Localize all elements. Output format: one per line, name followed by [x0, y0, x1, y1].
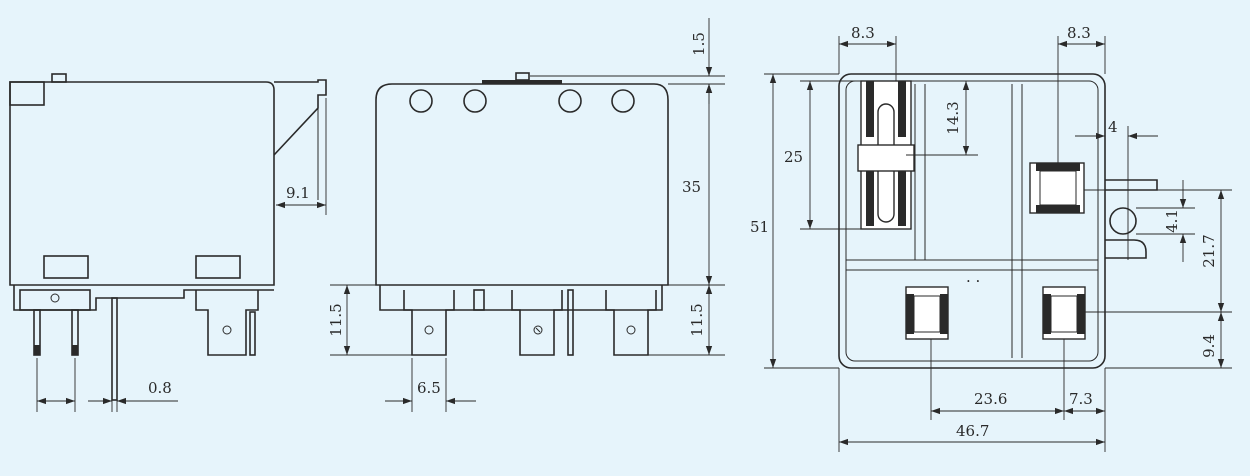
- bottom-terminal-lower-right-inner: [1050, 295, 1078, 333]
- bottom-rib-left: [914, 84, 926, 260]
- front-terminal-2-slot: [535, 327, 541, 333]
- bottom-coil-2a: [866, 170, 874, 226]
- side-top-knob: [51, 73, 67, 83]
- front-terminal-1-hole: [424, 325, 434, 335]
- bottom-coil-1b: [898, 81, 906, 137]
- front-terminal-3-hole: [626, 325, 636, 335]
- side-window-right: [195, 255, 241, 279]
- bottom-view: . . 8.3 8.3: [750, 24, 1232, 452]
- bottom-terminal-upper-bottom: [1036, 205, 1080, 213]
- front-top-strip: [482, 80, 562, 84]
- side-pin-b-tip: [72, 345, 78, 355]
- dim-8-3-right-label: 8.3: [1067, 24, 1091, 42]
- dim-4-label: 4: [1108, 118, 1118, 136]
- bottom-coil-crossbar: [857, 144, 915, 172]
- front-terminal-2-hole: [533, 325, 543, 335]
- side-base-block: [19, 289, 91, 311]
- bottom-bracket-foot: [1105, 239, 1147, 259]
- dim-21-7-label: 21.7: [1200, 234, 1218, 267]
- bottom-dots: . .: [966, 268, 980, 286]
- bottom-terminal-upper-top: [1036, 163, 1080, 171]
- dim-11-5-right-label: 11.5: [688, 303, 706, 336]
- bottom-terminal-lower-right-a: [1043, 294, 1051, 334]
- dim-7-3-label: 7.3: [1069, 390, 1093, 408]
- side-base: [13, 285, 274, 311]
- side-pin-long: [111, 297, 118, 401]
- front-base-block: [473, 289, 485, 311]
- side-pin-c: [249, 311, 256, 356]
- dim-0-8-label: 0.8: [148, 379, 172, 397]
- front-view: 1.5 35 11.5 11.5 6.5: [327, 18, 725, 412]
- dim-25-label: 25: [784, 148, 803, 166]
- bottom-terminal-lower-right-b: [1077, 294, 1085, 334]
- bottom-coil-2b: [898, 170, 906, 226]
- dim-23-6-label: 23.6: [974, 390, 1007, 408]
- bottom-bracket-tab: [1105, 179, 1158, 191]
- bottom-outer-outline: [838, 73, 1106, 369]
- front-base: [379, 285, 663, 311]
- bottom-terminal-upper-inner: [1039, 170, 1077, 206]
- front-boss-2: [463, 89, 487, 113]
- front-top-knob: [515, 72, 530, 81]
- dim-35-label: 35: [682, 178, 701, 196]
- bottom-terminal-lower-left-a: [906, 294, 914, 334]
- dim-11-5-left-label: 11.5: [327, 303, 345, 336]
- front-pin-thin: [567, 289, 574, 356]
- dim-9-1-label: 9.1: [286, 184, 310, 202]
- side-pin-a-tip: [34, 345, 40, 355]
- bottom-rib-horizontal: [846, 259, 1098, 271]
- side-body-outline: [9, 81, 275, 286]
- side-corner-tab: [9, 81, 45, 106]
- dim-1-5-label: 1.5: [690, 32, 708, 56]
- side-window-left: [43, 255, 89, 279]
- front-terminal-2: [511, 290, 563, 356]
- dim-51-label: 51: [750, 218, 769, 236]
- side-view: 9.1 0.8: [9, 73, 327, 412]
- dim-8-3-left-label: 8.3: [851, 24, 875, 42]
- front-boss-1: [409, 89, 433, 113]
- side-terminal-hole: [222, 325, 232, 335]
- front-body-outline: [375, 83, 669, 286]
- bottom-coil-1a: [866, 81, 874, 137]
- side-hole: [50, 293, 60, 303]
- side-terminal: [195, 290, 259, 356]
- front-boss-3: [558, 89, 582, 113]
- bottom-terminal-lower-left-b: [940, 294, 948, 334]
- front-boss-4: [611, 89, 635, 113]
- dim-4-1-label: 4.1: [1163, 209, 1181, 233]
- dim-14-3-label: 14.3: [944, 101, 962, 134]
- front-terminal-1: [403, 290, 455, 356]
- bottom-terminal-lower-left-inner: [913, 295, 941, 333]
- dim-6-5-label: 6.5: [417, 379, 441, 397]
- bottom-rib-vertical: [1011, 84, 1023, 358]
- dim-46-7-label: 46.7: [956, 422, 989, 440]
- dim-9-4-label: 9.4: [1200, 334, 1218, 358]
- bottom-mount-hole: [1109, 207, 1137, 235]
- front-terminal-3: [605, 290, 657, 356]
